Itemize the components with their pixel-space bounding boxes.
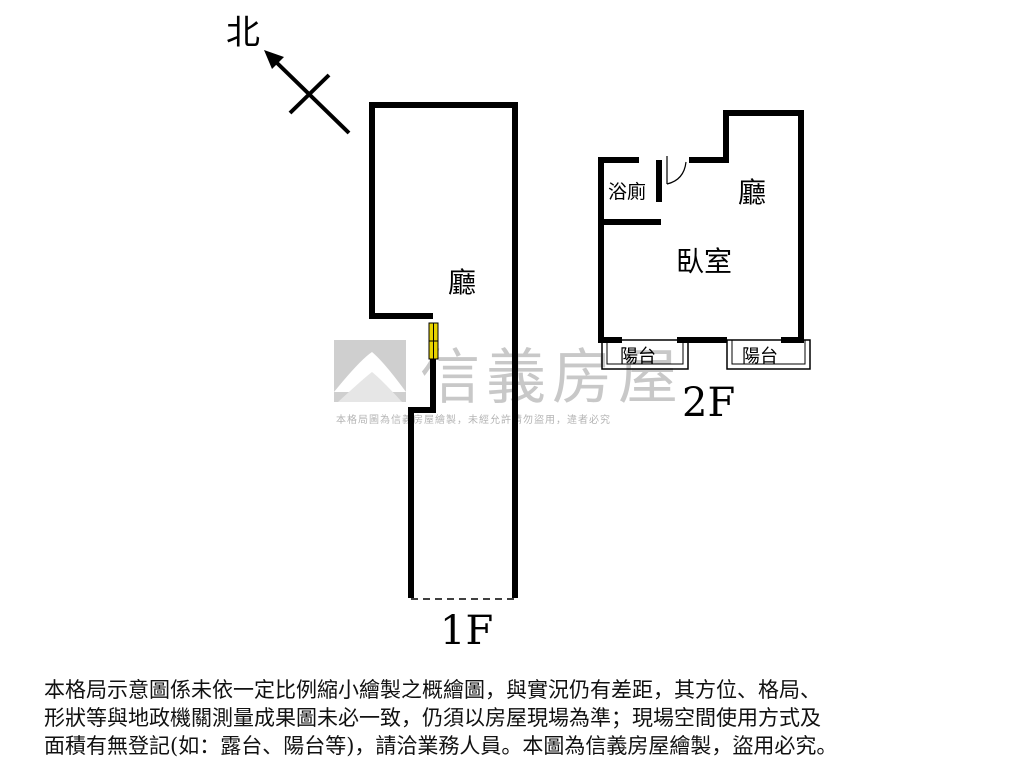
floor-2-room-bedroom: 臥室 [676,245,732,278]
floor-2-walls [598,110,804,343]
balcony-left [601,339,689,370]
brand-logo-icon [334,340,406,402]
door-swing-icon [666,156,687,185]
floor-1-label: 1F [440,608,493,654]
watermark-brand: 信義房屋 [420,343,684,413]
floor-2-room-bathroom: 浴廁 [608,180,646,203]
balcony-right [726,339,811,370]
north-label: 北 [226,13,260,53]
floor-1-walls [369,102,518,598]
disclaimer-line: 面積有無登記(如：露台、陽台等)，請洽業務人員。本圖為信義房屋繪製，盜用必究。 [44,734,838,758]
north-arrow-icon [264,50,284,69]
floor-2-room-hall: 廳 [738,176,766,209]
floor-2: 浴廁 廳 臥室 陽台 陽台 2F [598,110,811,426]
watermark-notice: 本格局圖為信義房屋繪製，未經允許請勿盜用，違者必究 [336,413,611,426]
floor-1: 廳 1F [369,102,518,654]
floor-1-room-hall: 廳 [448,266,476,299]
compass: 北 [226,13,351,135]
disclaimer-line: 本格局示意圖係未依一定比例縮小繪製之概繪圖，與實況仍有差距，其方位、格局、 [44,678,821,702]
floor-2-label: 2F [682,380,735,426]
door-marker-icon [428,322,439,360]
watermark: 信義房屋 本格局圖為信義房屋繪製，未經允許請勿盜用，違者必究 [334,340,684,426]
floor-2-balcony-right-label: 陽台 [742,346,778,367]
disclaimer-line: 形狀等與地政機關測量成果圖未必一致，仍須以房屋現場為準；現場空間使用方式及 [44,706,821,730]
floor-2-balcony-left-label: 陽台 [620,346,656,367]
disclaimer: 本格局示意圖係未依一定比例縮小繪製之概繪圖，與實況仍有差距，其方位、格局、 形狀… [44,676,1004,760]
